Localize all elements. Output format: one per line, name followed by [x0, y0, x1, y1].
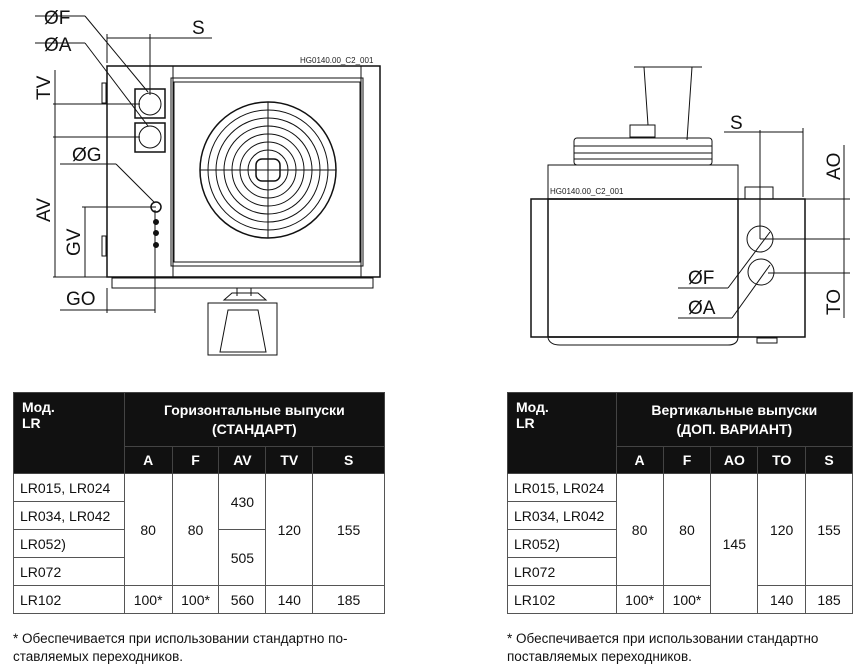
value-cell: 80	[171, 473, 220, 586]
label-go: GO	[66, 289, 96, 310]
col-tv: TV	[265, 446, 314, 474]
value-cell: 560	[218, 585, 267, 614]
value-cell: 120	[265, 473, 314, 586]
label-phi-a: ØA	[688, 298, 716, 319]
label-s: S	[730, 113, 743, 134]
value-cell: 140	[265, 585, 314, 614]
table-row: LR034, LR042	[507, 501, 853, 530]
table-row: LR102 100* 100* 140 185	[507, 585, 853, 614]
footnote-line: * Обеспечивается при использовании станд…	[13, 631, 348, 646]
col-s: S	[805, 446, 853, 474]
table-title: Вертикальные выпуски(ДОП. ВАРИАНТ)	[615, 392, 854, 447]
table-row: LR102 100* 100* 560 140 185	[13, 585, 385, 614]
table-row: LR052)	[507, 529, 853, 558]
table-row: LR052) 505	[13, 529, 385, 586]
drawing-code: HG0140.00_C2_001	[300, 56, 374, 65]
value-cell: 155	[312, 473, 385, 586]
label-to: TO	[824, 289, 845, 315]
label-av: AV	[34, 198, 55, 222]
label-tv: TV	[34, 75, 55, 100]
label-gv: GV	[64, 228, 85, 256]
value-cell: 185	[312, 585, 385, 614]
model-cell: LR052)	[13, 529, 125, 558]
label-s: S	[192, 18, 205, 39]
footnote: * Обеспечивается при использовании станд…	[13, 630, 347, 666]
value-cell: 145	[710, 473, 759, 614]
value-cell: 80	[123, 473, 173, 586]
label-ao: AO	[824, 153, 845, 180]
col-f: F	[662, 446, 712, 474]
footnote-line: поставляемых переходников.	[507, 649, 692, 664]
model-header: Мод.LR	[507, 392, 617, 474]
col-a: A	[615, 446, 664, 474]
front-view-drawing: HG0140.00_C2_001 ØF ØA S TV ØG AV GV GO	[34, 8, 381, 356]
drawing-code: HG0140.00_C2_001	[550, 187, 624, 196]
horizontal-outlets-table: Мод.LR Горизонтальные выпуски(СТАНДАРТ) …	[13, 392, 386, 614]
table-title: Горизонтальные выпуски(СТАНДАРТ)	[123, 392, 386, 447]
col-a: A	[123, 446, 173, 474]
col-s: S	[312, 446, 385, 474]
label-phi-f: ØF	[688, 268, 714, 289]
label-phi-a: ØA	[44, 35, 72, 56]
model-cell: LR102	[13, 585, 125, 614]
value-cell: 185	[805, 585, 853, 614]
footnote-line: * Обеспечивается при использовании станд…	[507, 631, 819, 646]
fan-grille-icon	[199, 101, 337, 239]
label-phi-f: ØF	[44, 8, 70, 29]
table-row: LR034, LR042	[13, 501, 385, 530]
value-cell: 140	[757, 585, 807, 614]
col-ao: AO	[710, 446, 759, 474]
footnote-line: ставляемых переходников.	[13, 649, 184, 664]
table-row: LR015, LR024 80 80 430 120 155	[13, 473, 385, 586]
value-cell: 100*	[171, 585, 220, 614]
value-cell: 120	[757, 473, 807, 586]
value-cell: 430	[218, 473, 267, 530]
model-header: Мод.LR	[13, 392, 125, 474]
model-cell: LR072	[13, 557, 125, 586]
side-view-drawing: HG0140.00_C2_001 S AO TO ØF ØA	[530, 66, 850, 346]
value-cell: 505	[218, 529, 267, 586]
value-cell: 100*	[123, 585, 173, 614]
value-cell: 155	[805, 473, 853, 586]
model-cell: LR015, LR024	[507, 473, 617, 502]
model-cell: LR072	[507, 557, 617, 586]
model-cell: LR102	[507, 585, 617, 614]
col-f: F	[171, 446, 220, 474]
model-cell: LR034, LR042	[507, 501, 617, 530]
model-cell: LR015, LR024	[13, 473, 125, 502]
col-av: AV	[218, 446, 267, 474]
footnote: * Обеспечивается при использовании станд…	[507, 630, 818, 666]
value-cell: 100*	[662, 585, 712, 614]
label-phi-g: ØG	[72, 145, 102, 166]
model-cell: LR034, LR042	[13, 501, 125, 530]
table-row: LR072	[13, 557, 385, 586]
vertical-outlets-table: Мод.LR Вертикальные выпуски(ДОП. ВАРИАНТ…	[507, 392, 854, 614]
table-row: LR015, LR024 80 80 145 120 155	[507, 473, 853, 614]
value-cell: 80	[615, 473, 664, 586]
value-cell: 80	[662, 473, 712, 586]
technical-drawings: HG0140.00_C2_001 ØF ØA S TV ØG AV GV GO …	[34, 8, 850, 356]
value-cell: 100*	[615, 585, 664, 614]
model-cell: LR052)	[507, 529, 617, 558]
col-to: TO	[757, 446, 807, 474]
